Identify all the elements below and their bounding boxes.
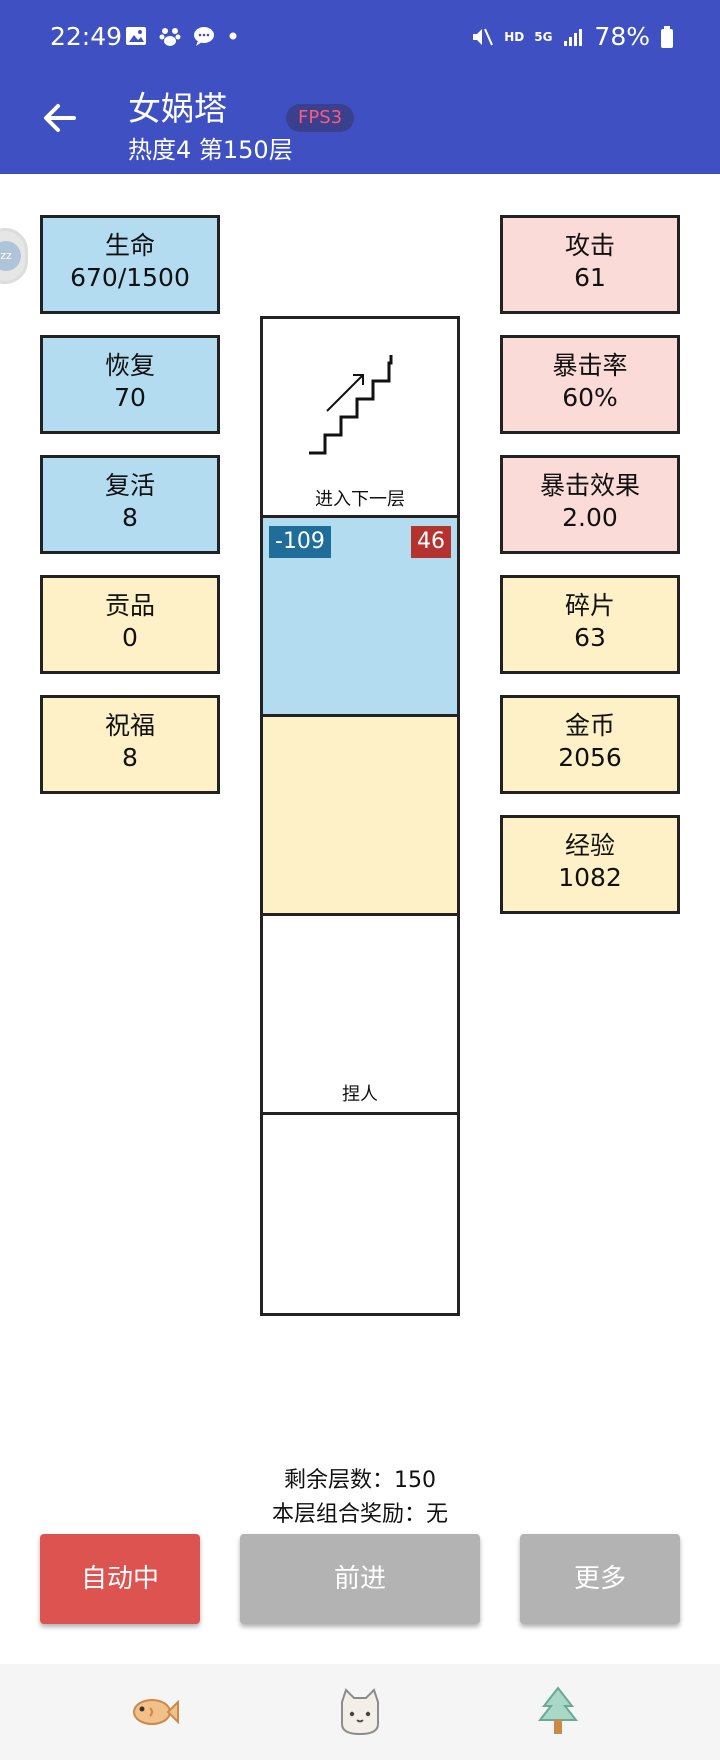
stat-label: 暴击率 <box>552 351 628 380</box>
stat-card-recovery: 恢复 70 <box>40 335 220 434</box>
mute-icon <box>473 28 494 45</box>
enemy-hp-tag: -109 <box>269 526 331 558</box>
stat-label: 攻击 <box>564 231 615 260</box>
remaining-floors: 剩余层数：150 <box>284 1468 436 1493</box>
network-indicator: 5G <box>534 29 553 44</box>
app-header: 22:49 HD 5G 78% 女娲塔 热度4 第150层 FPS3 <box>0 0 720 174</box>
stat-card-crit-effect: 暴击效果 2.00 <box>500 455 680 554</box>
dot-icon <box>229 32 237 40</box>
stat-value: 60% <box>562 383 618 412</box>
image-icon <box>126 27 146 45</box>
cat-icon[interactable] <box>334 1686 386 1738</box>
notification-icons <box>124 24 240 48</box>
stat-value: 0 <box>122 623 138 652</box>
stat-label: 祝福 <box>104 711 155 740</box>
stat-label: 复活 <box>104 471 155 500</box>
status-time: 22:49 <box>50 22 123 51</box>
stat-card-hp: 生命 670/1500 <box>40 215 220 314</box>
stat-value: 670/1500 <box>70 263 190 292</box>
stairs-icon <box>309 355 393 455</box>
stat-value: 70 <box>114 383 146 412</box>
fish-icon[interactable] <box>128 1686 180 1738</box>
more-button[interactable]: 更多 <box>520 1534 680 1624</box>
paw-icon <box>159 28 181 46</box>
tower-cell-npc[interactable]: 捏人 <box>263 916 457 1115</box>
stat-value: 63 <box>574 623 606 652</box>
stat-card-revive: 复活 8 <box>40 455 220 554</box>
stairs-label: 进入下一层 <box>315 489 405 510</box>
stat-label: 生命 <box>104 231 155 260</box>
status-bar: 22:49 HD 5G 78% <box>0 0 720 76</box>
stat-label: 经验 <box>564 831 615 860</box>
fps-badge: FPS3 <box>286 104 355 132</box>
stat-label: 暴击效果 <box>539 471 640 500</box>
sleep-icon: zz <box>0 241 21 271</box>
stat-label: 恢复 <box>104 351 155 380</box>
bottom-nav <box>0 1664 720 1760</box>
battery-percent: 78% <box>594 22 650 51</box>
auto-button[interactable]: 自动中 <box>40 1534 200 1624</box>
combo-reward: 本层组合奖励：无 <box>271 1502 448 1527</box>
stat-card-crit-rate: 暴击率 60% <box>500 335 680 434</box>
tree-icon[interactable] <box>532 1686 584 1738</box>
floating-bubble[interactable]: zz <box>0 228 28 284</box>
stat-card-attack: 攻击 61 <box>500 215 680 314</box>
stat-card-fragments: 碎片 63 <box>500 575 680 674</box>
stat-value: 2056 <box>558 743 622 772</box>
stat-card-tribute: 贡品 0 <box>40 575 220 674</box>
page-subtitle: 热度4 第150层 <box>128 136 293 164</box>
npc-label: 捏人 <box>342 1084 378 1105</box>
stat-label: 碎片 <box>564 591 615 620</box>
forward-button[interactable]: 前进 <box>240 1534 480 1624</box>
battery-icon <box>661 25 673 48</box>
tower-cell-stairs[interactable]: 进入下一层 <box>263 319 457 518</box>
stat-card-blessing: 祝福 8 <box>40 695 220 794</box>
tower-cell-empty[interactable] <box>263 1115 457 1314</box>
page-title: 女娲塔 <box>128 89 227 128</box>
stat-value: 2.00 <box>562 503 618 532</box>
stat-label: 金币 <box>564 711 615 740</box>
stat-value: 8 <box>122 743 138 772</box>
stat-value: 8 <box>122 503 138 532</box>
hd-indicator: HD <box>504 29 525 44</box>
signal-icon <box>564 28 583 46</box>
stat-value: 1082 <box>558 863 622 892</box>
stat-card-exp: 经验 1082 <box>500 815 680 914</box>
tower-cell-enemy[interactable]: -109 46 <box>263 518 457 717</box>
stat-value: 61 <box>574 263 606 292</box>
enemy-attack-tag: 46 <box>411 526 451 558</box>
stat-card-gold: 金币 2056 <box>500 695 680 794</box>
tower-column: 进入下一层 -109 46 捏人 <box>260 316 460 1316</box>
stat-label: 贡品 <box>104 591 155 620</box>
status-right: HD 5G 78% <box>470 22 674 51</box>
chat-icon <box>194 27 214 46</box>
back-arrow-icon[interactable] <box>40 98 80 138</box>
tower-cell-item[interactable] <box>263 717 457 916</box>
